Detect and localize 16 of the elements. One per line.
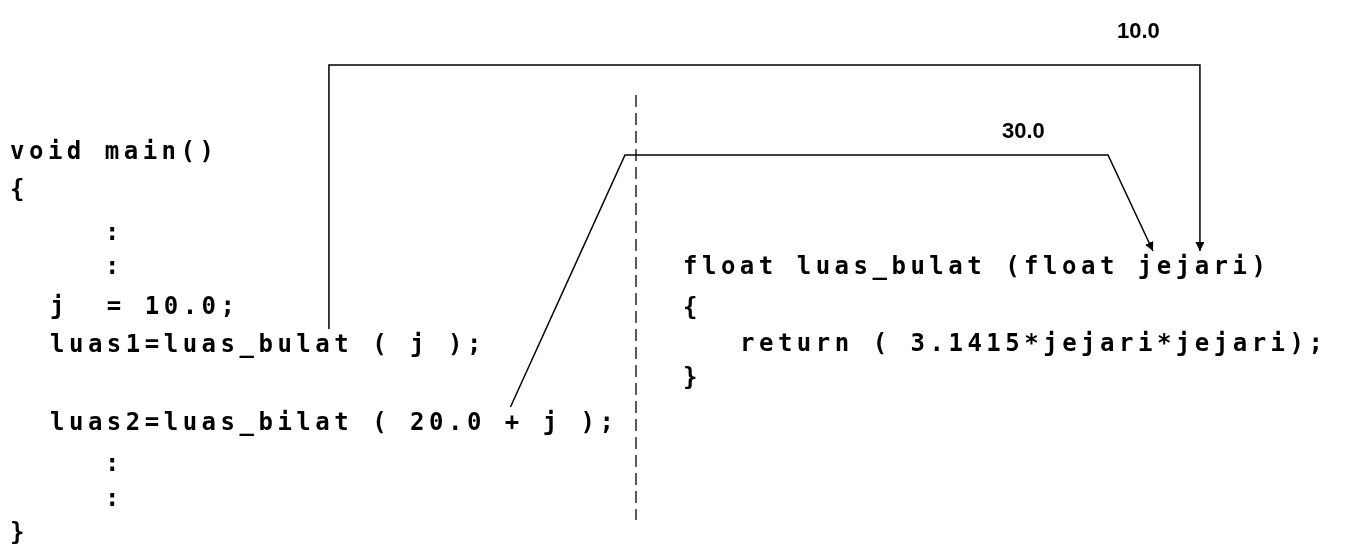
code-line: {: [10, 174, 29, 204]
code-line: :: [105, 251, 124, 281]
code-line: luas2=luas_bilat ( 20.0 + j );: [50, 407, 619, 437]
arrow: [509, 154, 1154, 408]
code-line: float luas_bulat (float jejari): [683, 251, 1271, 281]
code-line: {: [683, 292, 702, 322]
code-line: }: [10, 517, 29, 547]
code-line: :: [105, 483, 124, 513]
code-line: :: [105, 217, 124, 247]
code-line: luas1=luas_bulat ( j );: [50, 329, 486, 359]
arrow: [328, 64, 1205, 330]
code-line: :: [105, 448, 124, 478]
code-line: return ( 3.1415*jejari*jejari);: [740, 328, 1328, 358]
code-line: }: [683, 362, 702, 392]
code-line: void main(): [10, 136, 219, 166]
code-line: j = 10.0;: [50, 291, 240, 321]
